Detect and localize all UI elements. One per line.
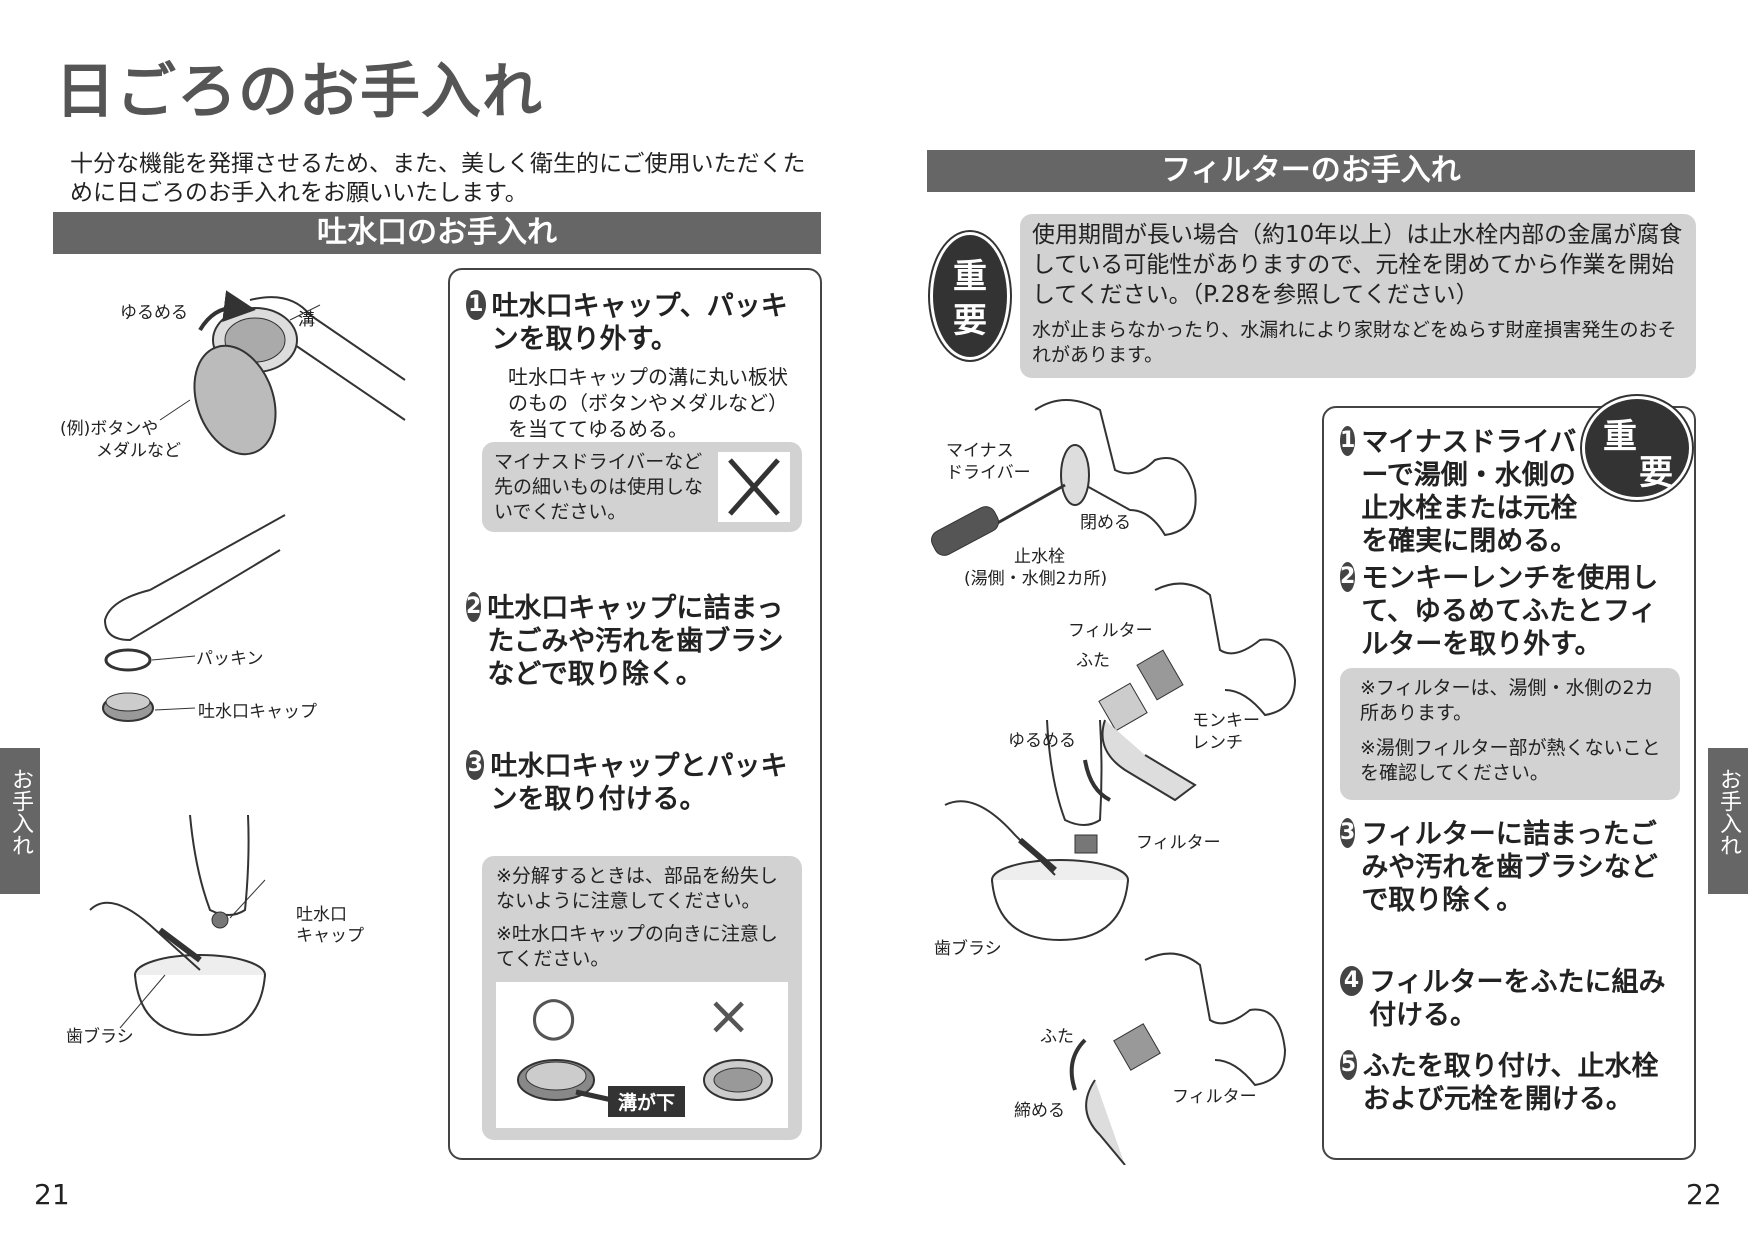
step-text: 吐水口キャップとパッキンを取り付ける。 bbox=[490, 751, 788, 815]
note-1: ※分解するときは、部品を紛失しないように注意してください。 bbox=[496, 865, 778, 912]
label-cap: 吐水口キャップ bbox=[198, 702, 317, 722]
step-text: フィルターをふたに組み付ける。 bbox=[1369, 967, 1666, 1031]
step-text: 吐水口キャップに詰まったごみや汚れを歯ブラシなどで取り除く。 bbox=[487, 593, 784, 690]
label-cap2a: 吐水口 bbox=[296, 905, 347, 925]
label-filter-2: フィルター bbox=[1136, 833, 1221, 853]
filter-note-1: ※フィルターは、湯側・水側の2カ所あります。 bbox=[1360, 677, 1654, 724]
label-screwdriver2: ドライバー bbox=[946, 463, 1031, 483]
label-filter-1: フィルター bbox=[1068, 621, 1153, 641]
page-number-left: 21 bbox=[34, 1178, 70, 1211]
step-text: モンキーレンチを使用して、ゆるめてふたとフィルターを取り外す。 bbox=[1361, 563, 1659, 660]
step-number: 3 bbox=[466, 750, 485, 780]
filter-step-4: 4 フィルターをふたに組み付ける。 bbox=[1340, 966, 1680, 1032]
side-tab-left: お手入れ bbox=[0, 748, 40, 894]
note-2: ※吐水口キャップの向きに注意してください。 bbox=[496, 923, 778, 970]
label-lid-2: ふた bbox=[1040, 1027, 1074, 1047]
label-example2: メダルなど bbox=[96, 441, 181, 461]
screwdriver-prohibited-icon bbox=[718, 452, 790, 522]
spout-step-1: 1 吐水口キャップ、パッキンを取り外す。 吐水口キャップの溝に丸い板状のもの（ボ… bbox=[466, 290, 806, 442]
ok-mark: ○ bbox=[530, 984, 578, 1047]
label-tighten: 締める bbox=[1014, 1101, 1065, 1121]
warning-box: マイナスドライバーなど先の細いものは使用しないでください。 bbox=[482, 442, 802, 532]
side-tab-right: お手入れ bbox=[1708, 748, 1748, 894]
label-close: 閉める bbox=[1080, 513, 1131, 533]
label-toothbrush: 歯ブラシ bbox=[66, 1027, 134, 1047]
important-box: 使用期間が長い場合（約10年以上）は止水栓内部の金属が腐食している可能性がありま… bbox=[1020, 214, 1696, 378]
label-cap2b: キャップ bbox=[296, 926, 364, 946]
label-toothbrush-right: 歯ブラシ bbox=[934, 939, 1002, 959]
filter-step-2: 2 モンキーレンチを使用して、ゆるめてふたとフィルターを取り外す。 bbox=[1340, 562, 1680, 661]
important-sub: 水が止まらなかったり、水漏れにより家財などをぬらす財産損害発生のおそれがあります… bbox=[1032, 319, 1677, 366]
label-wrench2: レンチ bbox=[1192, 733, 1243, 753]
label-screwdriver: マイナス bbox=[946, 441, 1014, 461]
label-loosen: ゆるめる bbox=[120, 303, 188, 323]
label-stopcock2: (湯側・水側2カ所) bbox=[964, 569, 1108, 589]
notes-box: ※分解するときは、部品を紛失しないように注意してください。 ※吐水口キャップの向… bbox=[482, 856, 802, 1140]
intro-text: 十分な機能を発揮させるため、また、美しく衛生的にご使用いただくために日ごろのお手… bbox=[70, 151, 806, 206]
warning-text: マイナスドライバーなど先の細いものは使用しないでください。 bbox=[494, 451, 704, 523]
step-text: フィルターに詰まったごみや汚れを歯ブラシなどで取り除く。 bbox=[1361, 819, 1658, 916]
important-badge: 重 要 bbox=[930, 232, 1010, 360]
label-loosen-right: ゆるめる bbox=[1008, 731, 1076, 751]
step-number: 2 bbox=[1340, 562, 1356, 592]
ng-mark: × bbox=[706, 984, 752, 1047]
step-number: 3 bbox=[1340, 818, 1356, 848]
step-number: 5 bbox=[1340, 1050, 1357, 1080]
section-header-spout: 吐水口のお手入れ bbox=[53, 212, 821, 254]
step-sub: 吐水口キャップの溝に丸い板状のもの（ボタンやメダルなど）を当ててゆるめる。 bbox=[508, 365, 788, 441]
cap-orientation-icons bbox=[517, 1059, 773, 1105]
label-stopcock: 止水栓 bbox=[1014, 547, 1065, 567]
label-groove: 溝 bbox=[298, 310, 315, 330]
section-header-filter: フィルターのお手入れ bbox=[927, 150, 1695, 192]
step-text: 吐水口キャップ、パッキンを取り外す。 bbox=[491, 291, 788, 355]
orientation-figure: ○ × 溝が下 bbox=[496, 982, 788, 1128]
groove-down-label: 溝が下 bbox=[608, 1086, 686, 1117]
important-badge-small: 重 要 bbox=[1582, 396, 1692, 500]
step-number: 4 bbox=[1340, 966, 1364, 996]
label-filter-3: フィルター bbox=[1172, 1087, 1257, 1107]
step-number: 1 bbox=[466, 290, 486, 320]
label-wrench: モンキー bbox=[1192, 711, 1260, 731]
filter-illustrations bbox=[931, 399, 1297, 1165]
page-title: 日ごろのお手入れ bbox=[55, 57, 543, 127]
step-number: 1 bbox=[1340, 426, 1356, 456]
step-text: マイナスドライバーで湯側・水側の止水栓または元栓を確実に閉める。 bbox=[1361, 427, 1578, 557]
label-example: (例)ボタンや bbox=[60, 419, 159, 439]
filter-notes-box: ※フィルターは、湯側・水側の2カ所あります。 ※湯側フィルター部が熱くないことを… bbox=[1340, 668, 1680, 800]
spout-illustrations bbox=[89, 290, 406, 1037]
label-packing: パッキン bbox=[196, 649, 264, 669]
label-lid-1: ふた bbox=[1076, 651, 1110, 671]
filter-step-3: 3 フィルターに詰まったごみや汚れを歯ブラシなどで取り除く。 bbox=[1340, 818, 1680, 917]
filter-step-5: 5 ふたを取り付け、止水栓および元栓を開ける。 bbox=[1340, 1050, 1680, 1116]
page-number-right: 22 bbox=[1686, 1178, 1722, 1211]
step-number: 2 bbox=[466, 592, 482, 622]
filter-step-1: 1 マイナスドライバーで湯側・水側の止水栓または元栓を確実に閉める。 bbox=[1340, 426, 1580, 558]
filter-note-2: ※湯側フィルター部が熱くないことを確認してください。 bbox=[1360, 737, 1661, 784]
important-text: 使用期間が長い場合（約10年以上）は止水栓内部の金属が腐食している可能性がありま… bbox=[1032, 222, 1683, 308]
spout-step-3: 3 吐水口キャップとパッキンを取り付ける。 bbox=[466, 750, 806, 816]
spout-step-2: 2 吐水口キャップに詰まったごみや汚れを歯ブラシなどで取り除く。 bbox=[466, 592, 806, 691]
step-text: ふたを取り付け、止水栓および元栓を開ける。 bbox=[1362, 1051, 1659, 1115]
